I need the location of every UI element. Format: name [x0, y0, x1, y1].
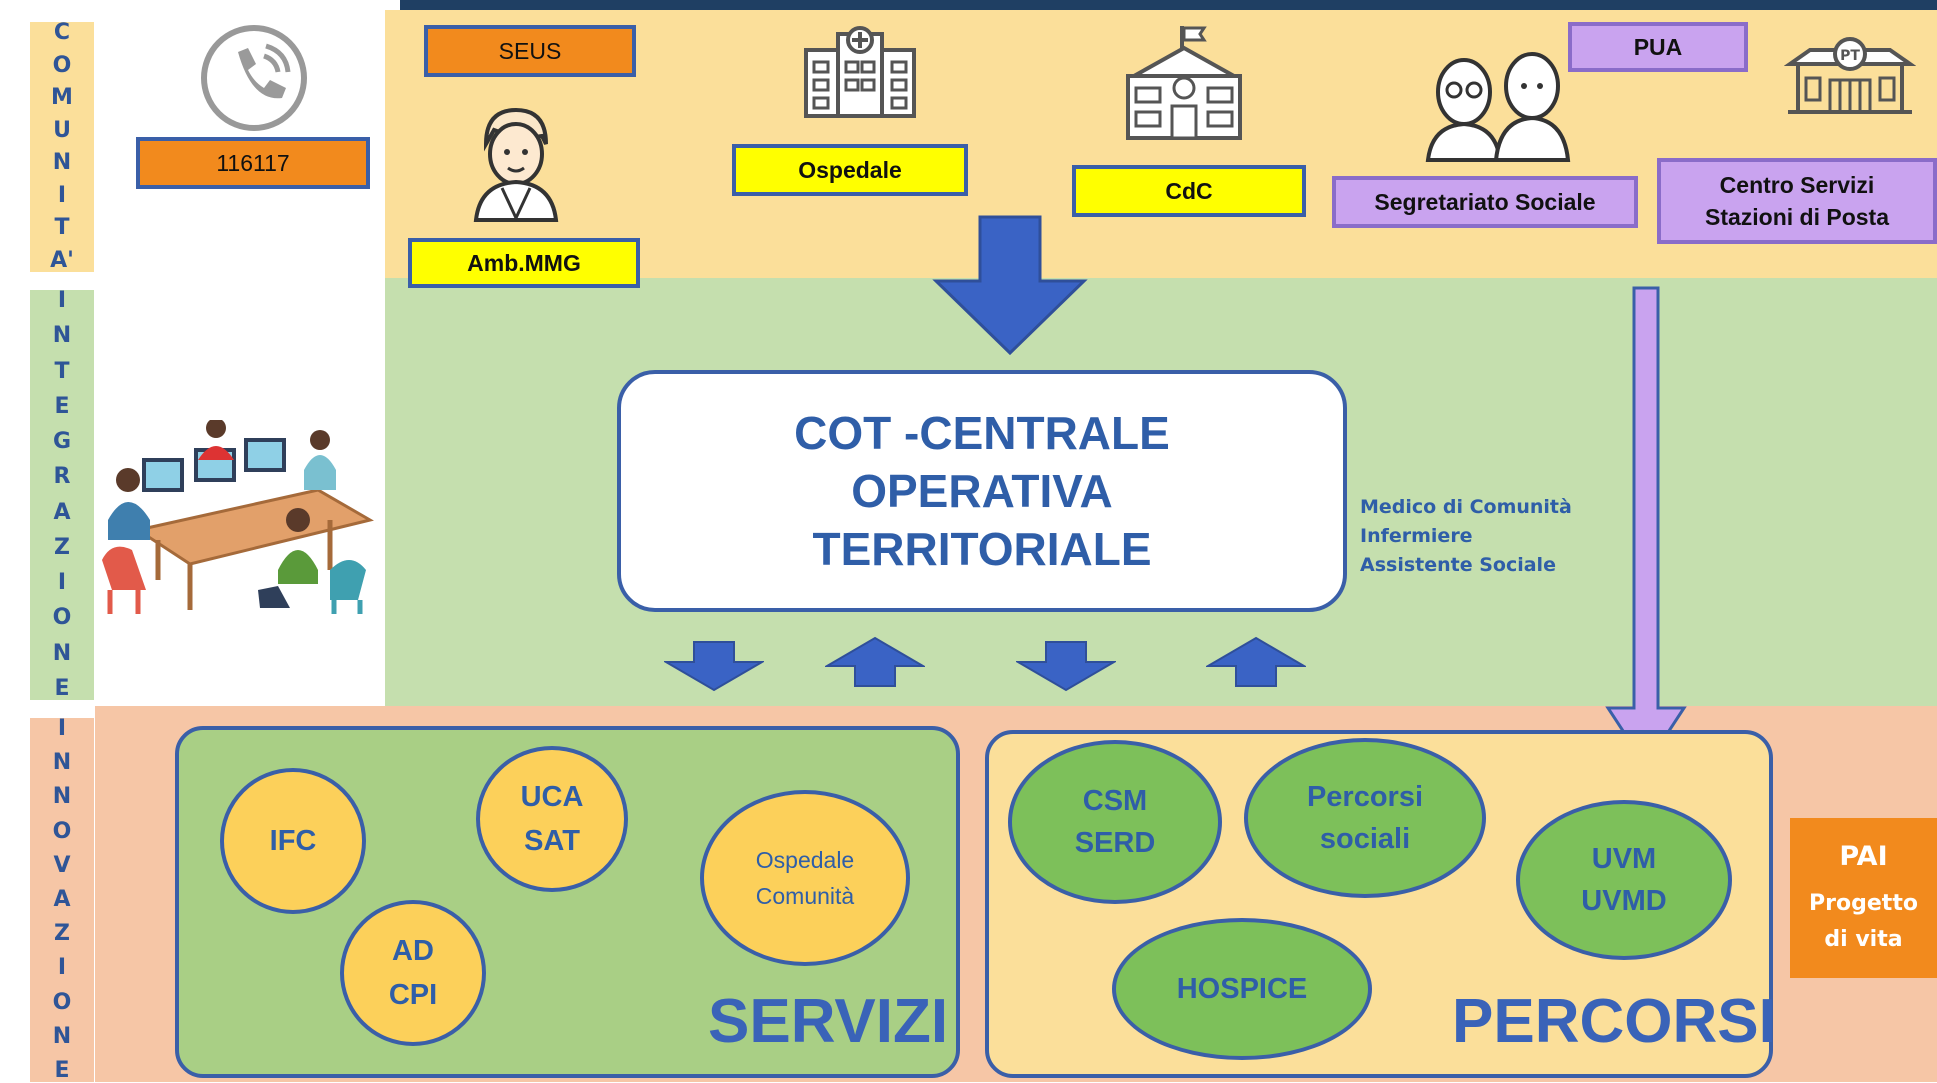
side-letter: N	[52, 750, 72, 776]
centro-servizi-line-1: Centro Servizi	[1719, 172, 1875, 198]
side-letter: O	[52, 605, 72, 631]
hospital-icon	[804, 26, 916, 118]
side-letter: N	[52, 1023, 72, 1049]
uca-sat-circle: UCA SAT	[476, 746, 628, 892]
side-letter: E	[54, 1057, 70, 1083]
pai-subtitle-line-1: Progetto	[1809, 890, 1918, 916]
staff-item: Infermiere	[1360, 525, 1473, 547]
seus-label: SEUS	[424, 25, 636, 77]
side-letter: O	[52, 818, 72, 844]
centro-servizi-label: Centro Servizi Stazioni di Posta	[1657, 158, 1937, 244]
side-label-comunita: C O M U N I T A'	[30, 22, 94, 272]
cot-title-line-1: COT -CENTRALE	[794, 407, 1170, 459]
side-label-integrazione: I N T E G R A Z I O N E	[30, 290, 94, 700]
pai-title: PAI	[1839, 840, 1888, 872]
side-letter: I	[57, 955, 67, 981]
top-bar	[400, 0, 1937, 10]
small-down-arrow-2	[1016, 641, 1116, 692]
side-letter: C	[53, 20, 71, 45]
ospedale-comunita-circle: Ospedale Comunità	[700, 790, 910, 966]
small-up-arrow-1	[825, 636, 925, 687]
small-up-arrow-2	[1206, 636, 1306, 687]
side-letter: A	[53, 886, 71, 912]
side-letter: U	[53, 117, 71, 143]
side-letter: Z	[54, 534, 70, 560]
csm-text: CSM	[1082, 785, 1148, 817]
side-label-innovazione: I N N O V A Z I O N E	[30, 718, 94, 1082]
social-workers-icon	[1425, 52, 1571, 162]
hospice-text: HOSPICE	[1176, 973, 1308, 1005]
hospice-circle: HOSPICE	[1112, 918, 1372, 1060]
cot-staff-list: Medico di Comunità Infermiere Assistente…	[1360, 493, 1620, 580]
side-letter: G	[52, 429, 72, 455]
cpi-text: CPI	[388, 979, 438, 1011]
ifc-text: IFC	[269, 825, 317, 857]
ifc-circle: IFC	[220, 768, 366, 914]
side-letter: E	[54, 675, 70, 701]
sat-text: SAT	[524, 825, 580, 857]
cot-box: COT -CENTRALE OPERATIVA TERRITORIALE	[617, 370, 1347, 612]
post-office-icon: PT	[1784, 37, 1916, 114]
uvm-text: UVM	[1591, 843, 1657, 875]
ad-text: AD	[392, 935, 434, 967]
cdc-label: CdC	[1072, 165, 1306, 217]
side-letter: A'	[50, 247, 74, 273]
side-letter: T	[54, 215, 70, 241]
staff-item: Assistente Sociale	[1360, 554, 1556, 576]
side-letter: I	[57, 288, 67, 313]
down-arrow-to-cot	[932, 215, 1088, 356]
side-letter: O	[52, 52, 72, 78]
percorsi-sociali-circle: Percorsi sociali	[1244, 738, 1486, 898]
side-letter: O	[52, 989, 72, 1015]
ad-cpi-circle: AD CPI	[340, 900, 486, 1046]
osp-com-line-1: Ospedale	[755, 847, 855, 873]
centro-servizi-line-2: Stazioni di Posta	[1704, 204, 1890, 230]
sociali-line-1: Percorsi	[1306, 781, 1424, 813]
sociali-line-2: sociali	[1319, 823, 1411, 855]
staff-item: Medico di Comunità	[1360, 496, 1572, 518]
side-letter: I	[57, 182, 67, 208]
side-letter: N	[52, 640, 72, 666]
side-letter: M	[51, 85, 73, 111]
uvmd-text: UVMD	[1581, 885, 1667, 917]
csm-serd-circle: CSM SERD	[1008, 740, 1222, 904]
side-letter: V	[53, 852, 71, 878]
side-letter: T	[54, 358, 70, 384]
operators-at-desk-icon	[102, 420, 374, 614]
side-letter: A	[53, 499, 71, 525]
cot-title-line-2: OPERATIVA	[851, 465, 1113, 517]
side-letter: I	[57, 716, 67, 741]
pai-subtitle-line-2: di vita	[1824, 926, 1903, 952]
phone-number-label: 116117	[136, 137, 370, 189]
ospedale-label: Ospedale	[732, 144, 968, 196]
percorsi-title: PERCORSI	[1452, 987, 1776, 1056]
school-building-icon	[1126, 26, 1242, 140]
side-letter: N	[52, 784, 72, 810]
side-letter: N	[52, 323, 72, 349]
pai-box: PAI Progetto di vita	[1790, 818, 1937, 978]
small-down-arrow-1	[664, 641, 764, 692]
osp-com-line-2: Comunità	[755, 883, 855, 909]
side-letter: R	[53, 464, 71, 490]
side-letter: Z	[54, 921, 70, 947]
cot-title-line-3: TERRITORIALE	[812, 523, 1152, 575]
post-badge-text: PT	[1840, 48, 1860, 64]
side-letter: N	[52, 150, 72, 176]
side-letter: E	[54, 393, 70, 419]
side-letter: I	[57, 570, 67, 596]
segretariato-sociale-label: Segretariato Sociale	[1332, 176, 1638, 228]
serd-text: SERD	[1074, 827, 1156, 859]
uca-text: UCA	[520, 781, 584, 813]
amb-mmg-label: Amb.MMG	[408, 238, 640, 288]
uvm-uvmd-circle: UVM UVMD	[1516, 800, 1732, 960]
doctor-icon	[473, 107, 559, 222]
pua-label: PUA	[1568, 22, 1748, 72]
servizi-title: SERVIZI	[708, 987, 949, 1056]
phone-icon	[201, 25, 307, 131]
